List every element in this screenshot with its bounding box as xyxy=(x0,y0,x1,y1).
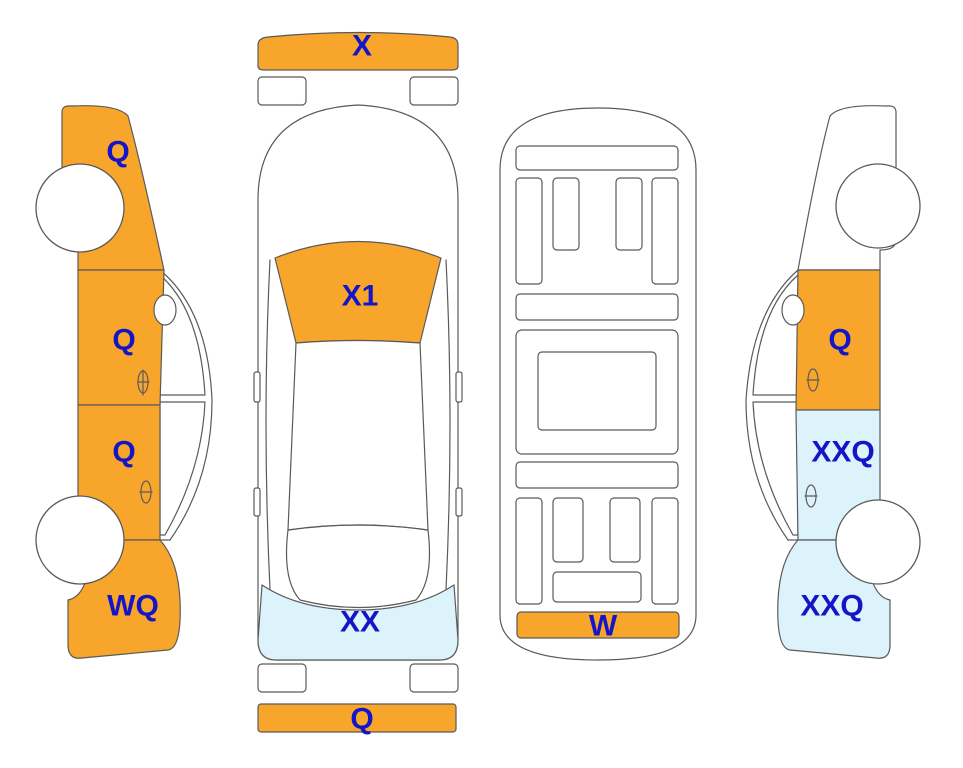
under-low-col-4 xyxy=(651,497,679,605)
front-bumper-panel[interactable] xyxy=(257,31,459,71)
under-col-3 xyxy=(615,177,643,251)
left-handle xyxy=(253,487,261,517)
right-front-fender-label: XXQ xyxy=(800,590,863,623)
right-side-window-rear xyxy=(752,274,799,396)
roof-rear-label: XX xyxy=(340,606,380,639)
trunk-strip-panel[interactable] xyxy=(516,611,680,639)
right-rear-wheel xyxy=(835,163,921,249)
left-front-fender-label: Q xyxy=(106,136,129,169)
under-low-bar xyxy=(552,571,642,603)
top-body-inner xyxy=(265,259,451,591)
front-right-light xyxy=(409,76,459,106)
rear-window-panel[interactable] xyxy=(257,584,459,661)
rear-bumper-panel[interactable] xyxy=(257,703,457,733)
windshield-label: X1 xyxy=(342,280,379,313)
under-top-bar xyxy=(515,145,679,171)
rear-left-light xyxy=(257,663,307,693)
under-low-col-2 xyxy=(552,497,584,563)
under-col-4 xyxy=(651,177,679,285)
right-mirror-side xyxy=(781,294,805,326)
right-front-wheel xyxy=(835,499,921,585)
right-front-door-label: XXQ xyxy=(811,436,874,469)
left-roof-line xyxy=(157,269,213,541)
left-side-window-front xyxy=(159,274,206,396)
left-front-handle xyxy=(138,369,150,396)
left-mirror xyxy=(253,371,261,403)
under-mid-bar-1 xyxy=(515,293,679,321)
right-roof-line xyxy=(745,269,801,541)
left-side-window-rear xyxy=(159,401,206,536)
right-rear-door-label: Q xyxy=(828,324,851,357)
rear-bumper-label: Q xyxy=(350,703,373,736)
under-col-2 xyxy=(552,177,580,251)
right-side-window-front xyxy=(752,401,799,536)
left-rear-quarter-label: WQ xyxy=(107,590,159,623)
left-mirror-side xyxy=(153,294,177,326)
front-bumper-label: X xyxy=(352,30,372,63)
under-mid-box xyxy=(537,351,657,431)
damage-labels: X Q X1 XX W Q Q Q WQ Q XXQ XXQ xyxy=(106,30,874,736)
rear-right-light xyxy=(409,663,459,693)
roof-panel xyxy=(287,339,429,531)
left-side-view xyxy=(35,105,213,659)
left-rear-wheel xyxy=(35,495,125,585)
underbody-view xyxy=(499,107,697,661)
left-front-wheel xyxy=(35,163,125,253)
trunk-strip-label: W xyxy=(589,610,618,643)
under-col-1 xyxy=(515,177,543,285)
left-front-door-label: Q xyxy=(112,324,135,357)
under-low-col-1 xyxy=(515,497,543,605)
under-low-col-3 xyxy=(609,497,641,563)
right-mirror xyxy=(455,371,463,403)
right-side-view xyxy=(745,105,921,659)
front-left-light xyxy=(257,76,307,106)
right-handle xyxy=(455,487,463,517)
left-rear-door-label: Q xyxy=(112,436,135,469)
left-front-handle-ring xyxy=(137,370,149,394)
rear-deck-line xyxy=(285,524,431,609)
top-view xyxy=(253,31,463,733)
under-mid-bar-2 xyxy=(515,461,679,489)
